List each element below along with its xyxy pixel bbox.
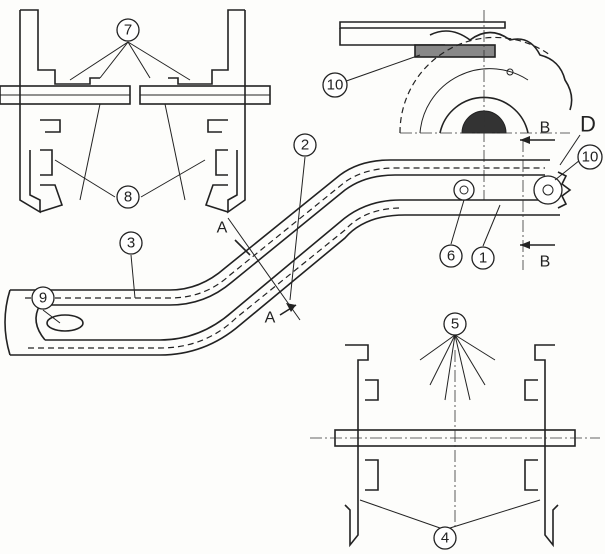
callout-4-label: 4 — [441, 530, 449, 547]
section-a-top-label: A — [217, 220, 228, 237]
detail-d-label: D — [580, 112, 596, 137]
callout-5: 5 — [443, 312, 467, 336]
callout-5-label: 5 — [451, 316, 459, 333]
callout-2: 2 — [293, 133, 317, 157]
callout-9-label: 9 — [39, 290, 47, 307]
callout-10-right-label: 10 — [582, 149, 599, 166]
callout-8: 8 — [116, 185, 140, 209]
drive-view-top-right — [339, 10, 573, 200]
callout-3-label: 3 — [127, 235, 135, 252]
section-a-bottom-label: A — [265, 310, 276, 327]
callout-10-top-label: 10 — [327, 77, 344, 94]
callout-6-label: 6 — [447, 248, 455, 265]
section-view-top-left — [0, 9, 271, 214]
callout-8-label: 8 — [124, 189, 132, 206]
callout-10-right: 10 — [577, 144, 603, 170]
callout-7: 7 — [116, 18, 140, 42]
callout-1: 1 — [471, 246, 495, 270]
section-b-bottom-label: B — [540, 254, 551, 271]
callout-10-top: 10 — [322, 72, 348, 98]
callout-1-label: 1 — [479, 250, 487, 267]
callout-6: 6 — [439, 244, 463, 268]
callout-9: 9 — [31, 286, 55, 310]
callout-4: 4 — [433, 526, 457, 550]
conveyor-path — [4, 140, 572, 356]
section-view-bottom-right — [310, 334, 600, 548]
section-b-top-label: B — [540, 120, 551, 137]
callout-3: 3 — [119, 231, 143, 255]
section-arrows — [42, 54, 581, 324]
callout-2-label: 2 — [301, 137, 309, 154]
callout-7-label: 7 — [124, 22, 132, 39]
